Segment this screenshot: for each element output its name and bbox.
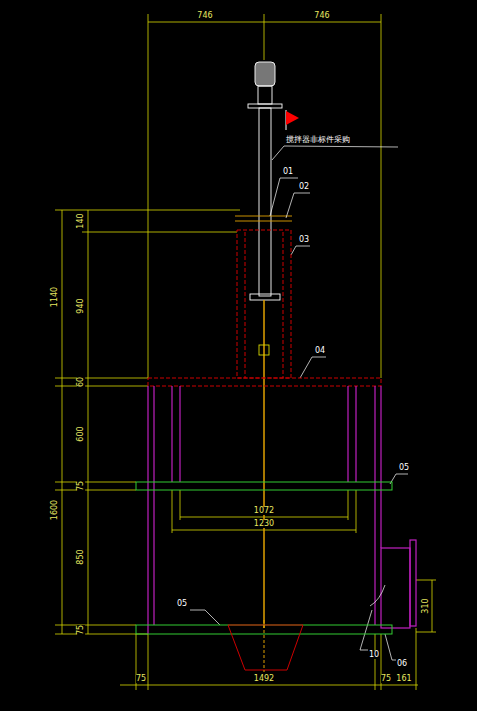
dimension-text: 310 bbox=[422, 598, 430, 613]
dimension-text: 75 bbox=[77, 625, 85, 635]
dimension-text: 60 bbox=[77, 377, 85, 387]
dimension-text: 1492 bbox=[254, 675, 274, 683]
callout-number: 03 bbox=[299, 236, 309, 244]
callout-number: 01 bbox=[283, 168, 293, 176]
dimension-text: 600 bbox=[77, 426, 85, 441]
dimension-text: 75 bbox=[136, 675, 146, 683]
cone bbox=[228, 625, 303, 670]
callout-number: 02 bbox=[299, 183, 309, 191]
callout-number: 05 bbox=[399, 464, 409, 472]
callout-number: 04 bbox=[315, 347, 325, 355]
callout-number: 05 bbox=[177, 600, 187, 608]
shaft-end bbox=[264, 620, 265, 672]
dimension-text: 140 bbox=[77, 213, 85, 228]
dimension-text: 75 bbox=[77, 481, 85, 491]
dimension-text: 850 bbox=[77, 549, 85, 564]
dimension-lines bbox=[55, 14, 436, 690]
leader-lines bbox=[190, 146, 408, 660]
dimension-text: 161 bbox=[396, 675, 411, 683]
tank-shell bbox=[148, 386, 416, 634]
dimension-text: 1600 bbox=[51, 500, 59, 520]
flag bbox=[286, 110, 299, 130]
dimension-text: 1140 bbox=[51, 287, 59, 307]
dimension-text: 940 bbox=[77, 298, 85, 313]
dimension-text: 746 bbox=[197, 12, 212, 20]
callout-number: 06 bbox=[397, 660, 407, 668]
note-text: 搅拌器非标件采购 bbox=[286, 136, 350, 144]
dimension-text: 75 bbox=[381, 675, 391, 683]
support-tube-and-plate bbox=[148, 230, 381, 386]
callout-number: 10 bbox=[369, 651, 379, 659]
dimension-text: 1230 bbox=[254, 520, 274, 528]
dimension-text: 746 bbox=[314, 12, 329, 20]
dimension-text: 1072 bbox=[254, 507, 274, 515]
plates bbox=[136, 482, 392, 634]
